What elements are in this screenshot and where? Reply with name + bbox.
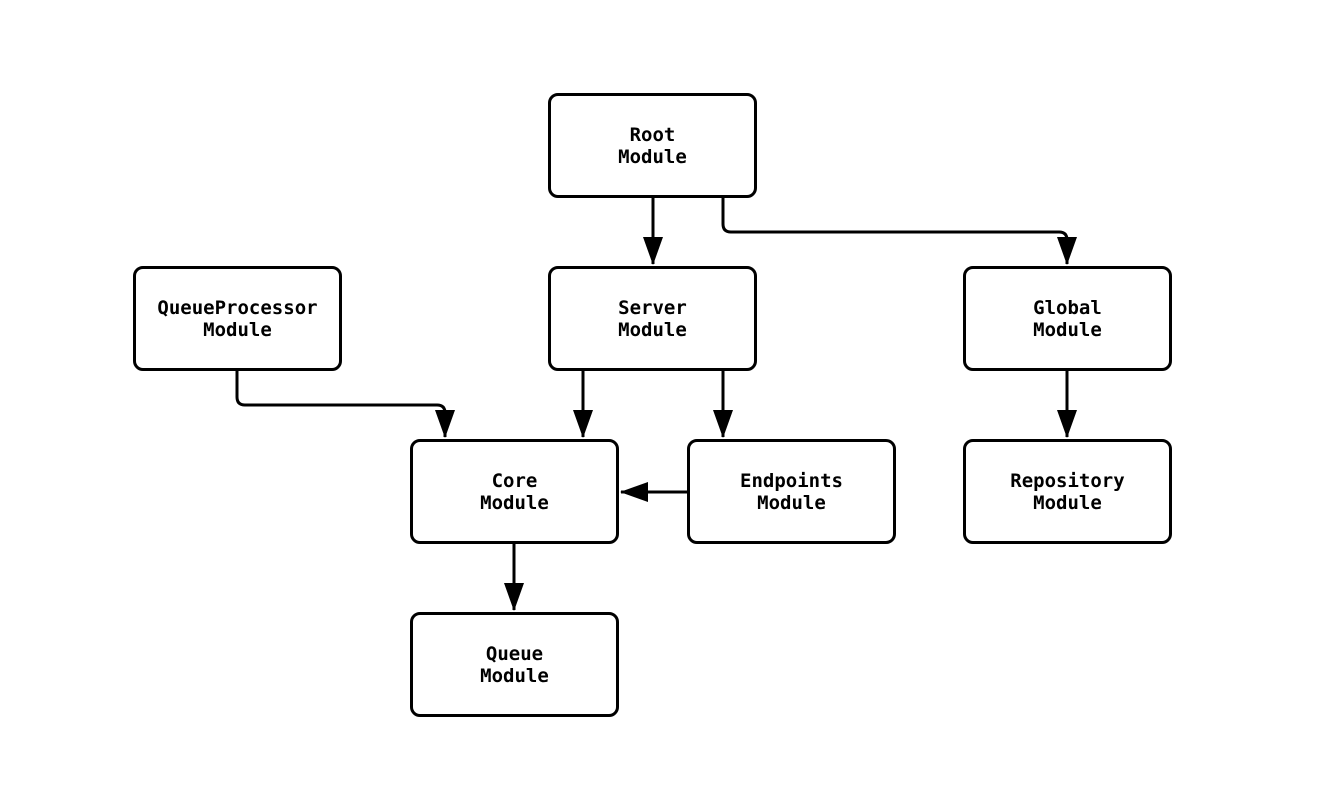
node-root-module-label: Root Module (618, 123, 687, 168)
node-root-module: Root Module (548, 93, 757, 198)
node-repository-module-label: Repository Module (1010, 469, 1125, 514)
node-repository-module: Repository Module (963, 439, 1172, 544)
edge-root-to-global (721, 198, 1077, 265)
node-global-module-label: Global Module (1033, 296, 1102, 341)
node-core-module: Core Module (410, 439, 619, 544)
node-core-module-label: Core Module (480, 469, 549, 514)
node-queueprocessor-module: QueueProcessor Module (133, 266, 342, 371)
node-server-module-label: Server Module (618, 296, 687, 341)
node-queue-module-label: Queue Module (480, 642, 549, 687)
node-queueprocessor-module-label: QueueProcessor Module (157, 296, 318, 341)
node-endpoints-module: Endpoints Module (687, 439, 896, 544)
node-queue-module: Queue Module (410, 612, 619, 717)
node-global-module: Global Module (963, 266, 1172, 371)
node-server-module: Server Module (548, 266, 757, 371)
edge-queueprocessor-to-core (235, 371, 455, 438)
node-endpoints-module-label: Endpoints Module (740, 469, 843, 514)
